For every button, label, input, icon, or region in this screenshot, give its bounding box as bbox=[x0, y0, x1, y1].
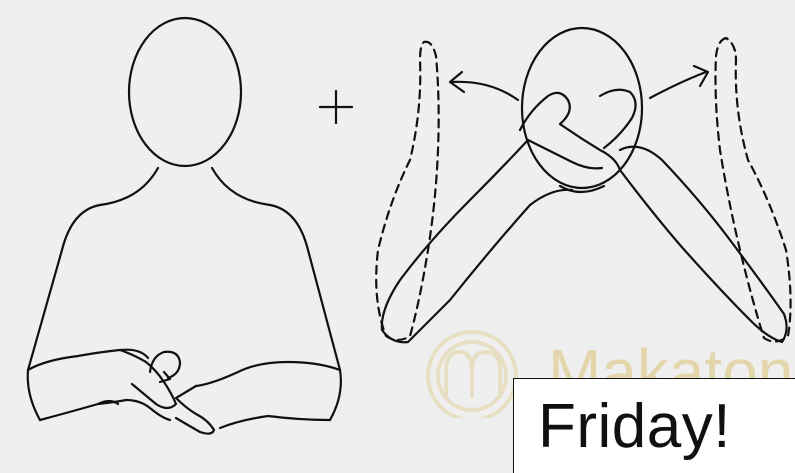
left-signer-hands bbox=[98, 350, 214, 434]
plus-icon bbox=[320, 91, 352, 123]
right-signer-head bbox=[522, 28, 642, 188]
left-signer-figure bbox=[28, 18, 341, 434]
left-signer-body bbox=[28, 168, 341, 420]
left-signer-head bbox=[129, 18, 241, 166]
right-signer-figure bbox=[382, 28, 787, 342]
arrow-right-icon bbox=[650, 72, 706, 98]
motion-arrows bbox=[450, 66, 708, 100]
left-signer-left-arm bbox=[28, 350, 148, 420]
caption-text: Friday! bbox=[538, 391, 731, 462]
left-ghost-arm bbox=[376, 42, 438, 340]
caption-box: Friday! bbox=[513, 378, 795, 473]
left-signer-right-arm bbox=[196, 362, 340, 428]
right-signer-right-arm bbox=[620, 147, 787, 342]
dashed-ghost-arms bbox=[376, 38, 790, 342]
right-signer-crossed-hands bbox=[520, 90, 636, 170]
